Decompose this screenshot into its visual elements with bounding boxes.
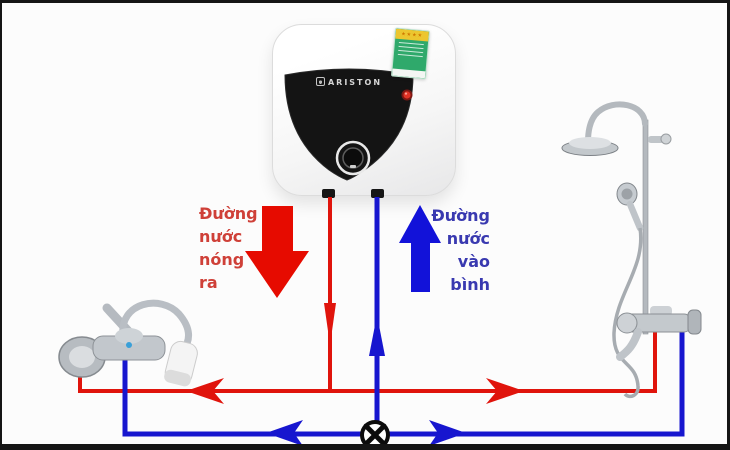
shower-riser-pole [642,119,649,335]
hand-shower-handle [626,200,644,232]
cold-label-line: nước [446,229,490,248]
cold-label-line: Đường [431,206,490,225]
hot-water-out-label: Đường nước nóng ra [199,202,259,294]
hot-water-out-big-arrow-icon [245,206,309,298]
water-heater: ARISTON ★★★★ [272,24,456,196]
faucet-logo-dot [126,342,132,348]
cold-label-line: vào [457,252,490,271]
shower-hose [612,227,643,399]
cold-flow-arrow-up-icon [369,315,385,356]
image-border-top [0,0,730,3]
hot-label-line: nóng [199,250,245,269]
flange-center [69,346,95,368]
hot-flow-arrow-down-icon [324,303,336,345]
wall-bracket [648,136,664,143]
temperature-knob [335,140,371,176]
heater-brand: ARISTON [327,78,383,87]
cold-water-in-label: Đường nước vào bình [420,204,490,296]
bracket-cap [660,133,672,145]
heater-front-panel [284,68,414,181]
hot-label-line: ra [199,273,218,292]
rain-head-dome [569,137,611,149]
shower-column [561,101,702,399]
hot-flow-arrow-left-icon [186,378,224,404]
mixer-spout [616,328,642,361]
hot-label-line: Đường [199,204,258,223]
image-border-bottom [0,444,730,450]
cold-flow-arrow-right-icon [429,420,466,446]
shower-top-arm [585,101,648,145]
cold-flow-arrow-left-icon [266,420,303,446]
knob-marker [350,165,356,168]
cold-inlet-stub [371,189,384,198]
hot-outlet-stub [322,189,335,198]
cold-label-line: bình [450,275,490,294]
faucet-dome [115,328,143,344]
faucet-sprayer-head [164,340,198,387]
cold-water-in-big-arrow-icon [399,205,441,292]
mixer-handle [687,309,702,335]
indicator-highlight [404,92,408,95]
mixer-left-cap [616,312,638,334]
brand-label-row: ARISTON [285,77,413,88]
image-border-right [727,0,730,450]
cold-water-pipe-main [122,330,685,437]
ariston-logo-icon [315,77,325,86]
hand-shower-face [621,188,633,200]
hot-flow-arrow-right-icon [486,378,524,404]
hot-label-line: nước [199,227,243,246]
image-border-left [0,0,2,450]
valve-x-stroke [363,423,387,447]
faucet-gooseneck-spout [119,299,192,354]
sprayer-band [164,369,191,387]
wall-mounted-faucet [58,299,198,387]
